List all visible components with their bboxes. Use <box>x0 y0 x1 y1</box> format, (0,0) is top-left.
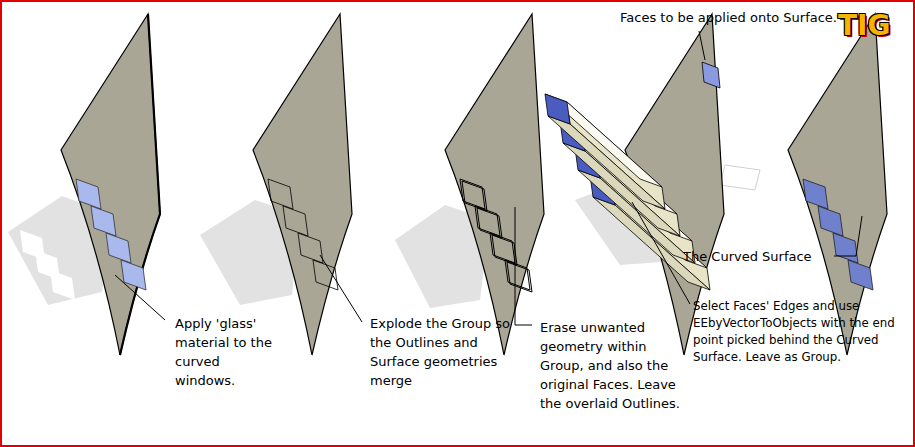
glass-window <box>121 260 146 290</box>
curved-surface <box>61 14 160 355</box>
window-outline <box>268 179 293 209</box>
callout-text: Erase unwanted geometry within Group, an… <box>540 318 688 413</box>
window-outline <box>492 235 517 265</box>
surface-edge <box>120 14 160 355</box>
window-outline <box>477 208 502 238</box>
window-outline <box>283 206 308 236</box>
shadow-hole <box>50 270 75 300</box>
shadow <box>720 165 760 190</box>
logo-text: TIG <box>838 10 891 42</box>
floating-face <box>702 62 720 88</box>
leader-lines <box>115 31 862 325</box>
panel-2 <box>253 14 352 355</box>
leader-line <box>515 207 532 325</box>
glass-window <box>818 206 843 236</box>
callout-text: Select Faces' Edges and use EEbyVectorTo… <box>693 298 908 366</box>
glass-window <box>76 179 101 209</box>
extruded-box <box>545 94 665 209</box>
glass-window <box>106 233 131 263</box>
callout-text: Apply 'glass' material to the curved win… <box>175 314 275 390</box>
glass-window <box>833 233 858 263</box>
leader-line <box>320 255 362 322</box>
callout-text: Faces to be applied onto Surface. <box>620 8 837 27</box>
glass-window <box>848 260 873 290</box>
callout-text: The Curved Surface <box>683 247 812 266</box>
leader-line <box>632 202 690 304</box>
glass-window <box>803 179 828 209</box>
shadow-holes <box>20 230 75 300</box>
curved-surface <box>445 14 544 355</box>
panel-1 <box>61 14 160 355</box>
leader-line <box>115 275 165 320</box>
curved-surface <box>253 14 352 355</box>
leader-line <box>699 31 705 60</box>
window-outline <box>462 181 487 211</box>
panel-3 <box>445 14 544 355</box>
glass-window <box>91 206 116 236</box>
window-outline <box>298 233 323 263</box>
callout-text: Explode the Group so the Outlines and Su… <box>370 314 520 390</box>
window-outline <box>507 262 532 292</box>
leader-line <box>834 216 862 256</box>
